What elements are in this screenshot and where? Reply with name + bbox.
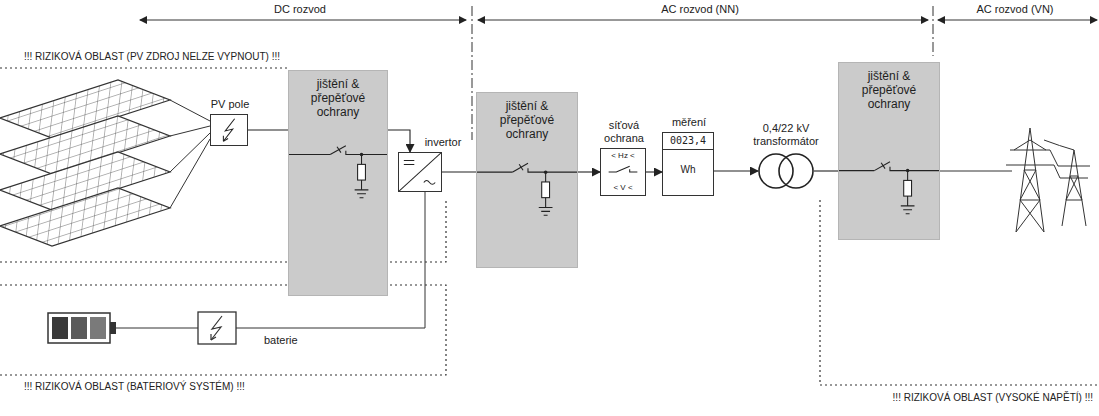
battery-junction-box (198, 312, 236, 344)
symbol (758, 152, 814, 190)
component-label: PV pole (200, 98, 260, 111)
wire-connector (814, 170, 838, 171)
component-label: měření (659, 116, 719, 129)
meter-counter: 0023,4 (663, 133, 713, 150)
grid-protection-box: síťová ochrana< Hz << V < (600, 148, 646, 196)
section-label: DC rozvod (271, 3, 329, 16)
setting-text: < V < (601, 183, 645, 193)
pylon-symbol (1006, 128, 1090, 232)
pv-panels (0, 80, 170, 246)
meter-box: měření0023,4Wh (662, 132, 714, 196)
battery-symbol (48, 313, 116, 343)
component-label: 0,4/22 kV transformátor (741, 122, 831, 148)
box-title: jištění & přepěťové ochrany (289, 71, 387, 119)
component-label: baterie (264, 334, 298, 347)
wire-connector (248, 129, 288, 130)
protection-box: jištění & přepěťové ochrany (838, 62, 940, 240)
meter-unit: Wh (663, 150, 713, 176)
hv-line (940, 171, 1012, 172)
wire-connector (714, 170, 758, 171)
symbol (399, 153, 441, 191)
component-label: invertor (417, 136, 469, 149)
wire-connector (646, 171, 662, 172)
wire-connector (388, 130, 410, 152)
symbol (211, 115, 247, 145)
protection-box: jištění & přepěťové ochrany (288, 70, 388, 296)
risk-area-label: !!! RIZIKOVÁ OBLAST (BATERIOVÝ SYSTÉM) !… (24, 381, 245, 393)
inverter-box: invertor (398, 152, 442, 192)
component-label: síťová ochrana (594, 119, 654, 145)
transformer: 0,4/22 kV transformátor (758, 152, 814, 190)
wire-connector (442, 171, 476, 172)
section-label: AC rozvod (VN) (973, 3, 1056, 16)
junction-box: PV pole (210, 114, 248, 146)
section-label: AC rozvod (NN) (658, 3, 742, 16)
box-title: jištění & přepěťové ochrany (477, 93, 577, 141)
setting-text: < Hz < (601, 149, 645, 161)
wire-connector (578, 171, 600, 172)
section-arrows (140, 20, 1097, 21)
risk-area-label: !!! RIZIKOVÁ OBLAST (PV ZDROJ NELZE VYPN… (24, 51, 280, 63)
pv-wires (170, 100, 210, 208)
protection-box: jištění & přepěťové ochrany (476, 92, 578, 268)
box-title: jištění & přepěťové ochrany (839, 63, 939, 111)
risk-area-label: !!! RIZIKOVÁ OBLAST (VYSOKÉ NAPĚTÍ) !!! (893, 392, 1093, 404)
